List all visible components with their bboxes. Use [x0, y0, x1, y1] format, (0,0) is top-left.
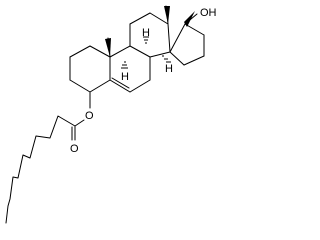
- c17-wedge-bond: [184, 11, 195, 27]
- ester-oxygen-label: O: [85, 110, 94, 122]
- ring-a: [69, 45, 111, 93]
- c9-hash-bond: [121, 61, 128, 69]
- c8-hash-bond: [143, 36, 149, 44]
- molecule-drawing: OH O O H H H: [5, 5, 217, 224]
- c19-wedge-bond: [105, 38, 111, 57]
- c18-wedge-bond: [164, 6, 170, 24]
- carbonyl-oxygen-label: O: [70, 143, 79, 155]
- alkyl-chain: [5, 115, 76, 224]
- structure-canvas: OH O O H H H: [5, 5, 217, 224]
- hydroxyl-label: OH: [200, 7, 217, 19]
- c5-c6-double-bond: [111, 77, 130, 89]
- c14-hash-bond: [162, 55, 171, 63]
- ring-c: [129, 12, 171, 58]
- ring-d: [169, 23, 205, 66]
- c9-hydrogen-label: H: [121, 71, 129, 83]
- o-carbonyl-bond: [74, 119, 85, 127]
- c14-hydrogen-label: H: [165, 63, 173, 75]
- c8-hydrogen-label: H: [142, 27, 150, 39]
- ring-b: [109, 45, 151, 93]
